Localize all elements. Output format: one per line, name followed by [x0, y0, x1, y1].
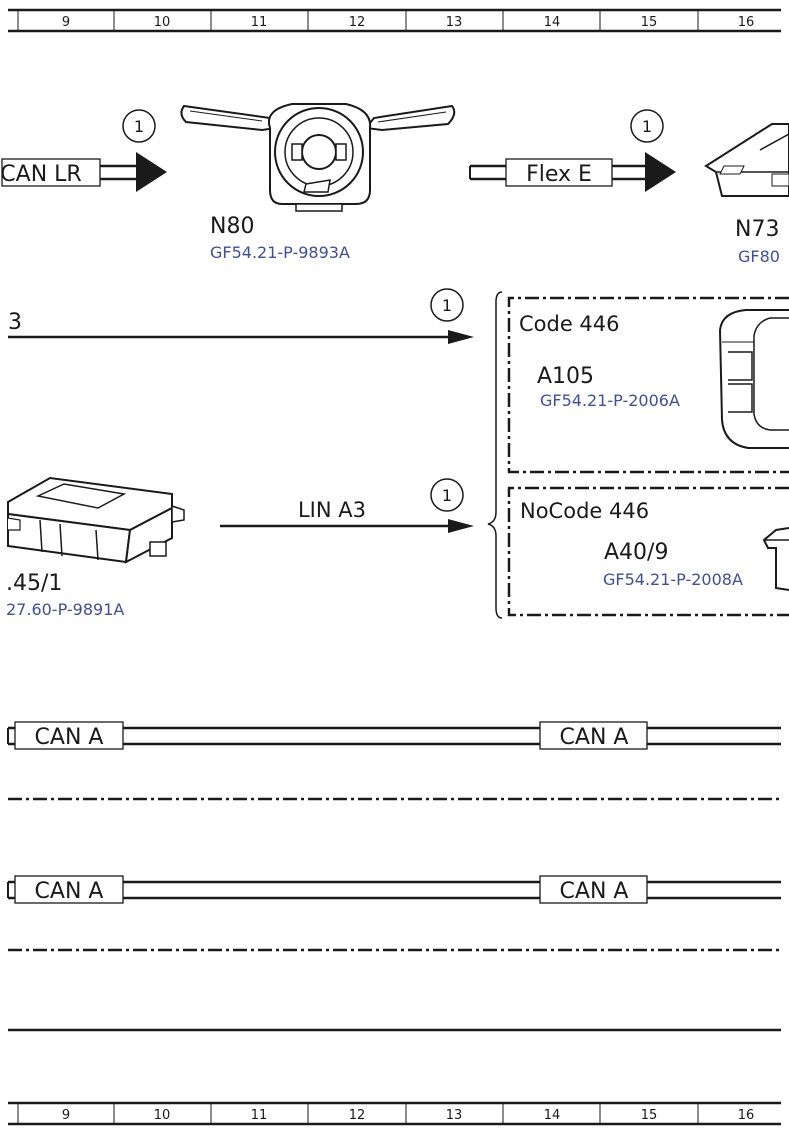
reference-link[interactable]: GF54.21-P-2006A — [540, 391, 680, 410]
control-panel-icon — [718, 309, 789, 449]
arrow-right-icon — [448, 330, 474, 344]
option-box-code-446: Code 446 A105 GF54.21-P-2006A — [507, 296, 789, 474]
reference-link[interactable]: GF80 — [738, 247, 780, 266]
ruler-bottom-label: 10 — [154, 1108, 171, 1123]
bus-label-can-a: CAN A — [560, 725, 629, 750]
component-name: A40/9 — [604, 540, 668, 565]
can-a-bus-2 — [7, 875, 781, 904]
bus-label-lin-a3: LIN A3 — [298, 498, 366, 522]
bus-label-can-lr: CAN LR — [0, 162, 81, 187]
ruler-top-label: 14 — [544, 15, 561, 30]
ruler-top-label: 13 — [446, 15, 463, 30]
marker-number: 1 — [442, 486, 452, 505]
marker-number: 1 — [642, 117, 652, 136]
can-a-bus-1 — [7, 721, 781, 750]
option-title: Code 446 — [519, 312, 620, 336]
ignition-switch-module-icon — [704, 123, 789, 197]
steering-column-module-icon — [180, 103, 456, 212]
ruler-top-label: 10 — [154, 15, 171, 30]
option-brace — [487, 291, 503, 619]
bus-label-can-a: CAN A — [560, 879, 629, 904]
marker-circle: 1 — [430, 478, 464, 512]
option-title: NoCode 446 — [520, 499, 649, 523]
ruler-top-label: 9 — [62, 15, 70, 30]
ruler-bottom-label: 15 — [641, 1108, 658, 1123]
flex-e-connection — [469, 152, 676, 192]
component-name: N73 — [735, 217, 779, 242]
ruler-bottom-label: 12 — [349, 1108, 366, 1123]
marker-circle: 1 — [122, 109, 156, 143]
top-ruler: 9 10 11 12 13 14 15 16 — [8, 8, 781, 33]
ruler-bottom-label: 13 — [446, 1108, 463, 1123]
lin-connection-top — [8, 330, 474, 344]
line-label: 3 — [8, 310, 22, 335]
marker-number: 1 — [134, 117, 144, 136]
reference-link[interactable]: 27.60-P-9891A — [6, 600, 124, 619]
marker-circle: 1 — [630, 109, 664, 143]
marker-circle: 1 — [430, 288, 464, 322]
control-module-icon — [7, 476, 185, 564]
bus-label-can-a: CAN A — [35, 725, 104, 750]
bottom-ruler: 9 10 11 12 13 14 15 16 — [8, 1101, 781, 1126]
ruler-bottom-label: 9 — [62, 1108, 70, 1123]
ruler-top-label: 12 — [349, 15, 366, 30]
arrow-right-icon — [136, 152, 167, 192]
component-name: A105 — [537, 364, 594, 389]
bus-label-can-a: CAN A — [35, 879, 104, 904]
can-lr-connection — [1, 152, 167, 192]
bus-label-flex-e: Flex E — [526, 162, 592, 187]
option-box-nocode-446: NoCode 446 A40/9 GF54.21-P-2008A — [507, 486, 789, 617]
arrow-right-icon — [645, 152, 676, 192]
ruler-top-label: 11 — [251, 15, 268, 30]
arrow-right-icon — [448, 519, 474, 533]
component-name: N80 — [210, 214, 254, 239]
marker-number: 1 — [442, 296, 452, 315]
ruler-top-label: 16 — [738, 15, 755, 30]
ruler-bottom-label: 16 — [738, 1108, 755, 1123]
lin-a3-connection — [220, 519, 474, 533]
component-name: .45/1 — [6, 571, 62, 596]
ruler-top-label: 15 — [641, 15, 658, 30]
ruler-bottom-label: 11 — [251, 1108, 268, 1123]
reference-link[interactable]: GF54.21-P-9893A — [210, 243, 350, 262]
reference-link[interactable]: GF54.21-P-2008A — [603, 570, 743, 589]
switch-module-icon — [762, 527, 789, 591]
ruler-bottom-label: 14 — [544, 1108, 561, 1123]
